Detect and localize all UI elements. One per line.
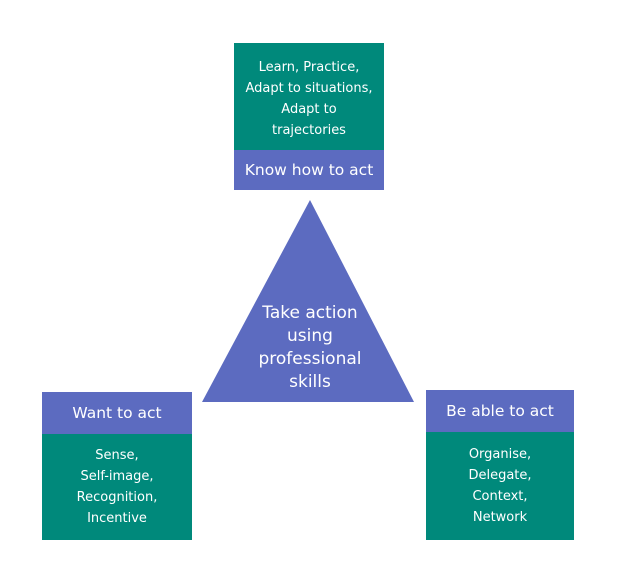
right-detail-line-3: Context, [472, 489, 528, 504]
left-title: Want to act [72, 404, 162, 422]
top-title-box: Know how to act [234, 150, 384, 190]
left-detail-line-2: Self-image, [80, 469, 154, 484]
right-detail-line-1: Organise, [468, 447, 532, 462]
left-detail-line-4: Incentive [87, 511, 147, 526]
top-detail-line-3: Adapt to [281, 101, 337, 117]
left-title-box: Want to act [42, 392, 192, 434]
top-title: Know how to act [244, 161, 374, 179]
top-detail-line-4: trajectories [272, 122, 346, 138]
right-detail-line-4: Network [472, 510, 528, 525]
top-detail-box: Learn, Practice, Adapt to situations, Ad… [234, 43, 384, 150]
left-detail-line-3: Recognition, [76, 490, 158, 505]
right-detail-line-2: Delegate, [468, 468, 532, 483]
center-line-1: Take action [262, 303, 358, 323]
right-title: Be able to act [446, 402, 554, 420]
right-detail-box: Organise, Delegate, Context, Network [426, 432, 574, 540]
right-title-box: Be able to act [426, 390, 574, 432]
triangle-shape [202, 200, 414, 402]
center-line-2: using [287, 326, 333, 346]
left-detail-line-1: Sense, [95, 448, 139, 463]
top-detail-line-1: Learn, Practice, [258, 59, 360, 75]
left-detail-box: Sense, Self-image, Recognition, Incentiv… [42, 434, 192, 540]
top-detail-line-2: Adapt to situations, [245, 80, 373, 96]
center-label: Take action using professional skills [230, 302, 390, 394]
center-line-3: professional [258, 349, 362, 369]
center-line-4: skills [289, 372, 331, 392]
